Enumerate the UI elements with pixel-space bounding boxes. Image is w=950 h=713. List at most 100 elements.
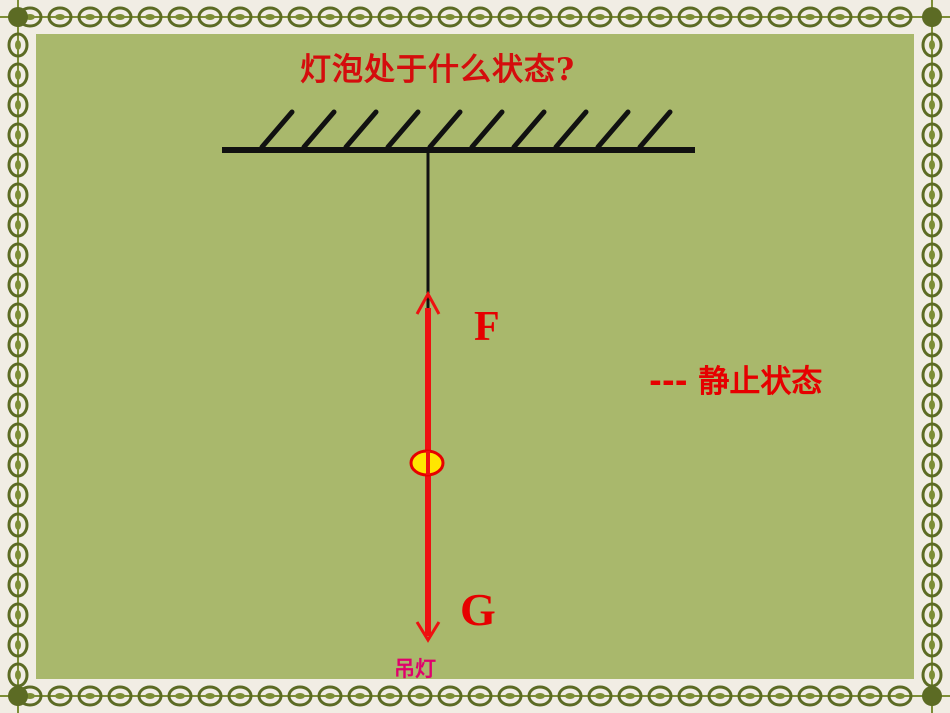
ceiling-hatch-mark [553, 109, 589, 150]
vine-knot-ornament [857, 6, 883, 28]
vine-knot-ornament [257, 685, 283, 707]
vine-knot-ornament [107, 6, 133, 28]
vine-knot-ornament [7, 182, 29, 208]
vine-knot-ornament [227, 685, 253, 707]
vine-knot-ornament [587, 685, 613, 707]
vine-knot-ornament [677, 685, 703, 707]
vine-knot-ornament [827, 6, 853, 28]
ceiling-hatch-mark [427, 109, 463, 150]
vine-knot-ornament [887, 685, 913, 707]
vine-knot-ornament [7, 482, 29, 508]
vine-knot-ornament [921, 542, 943, 568]
vine-knot-ornament [921, 92, 943, 118]
vine-knot-ornament [647, 685, 673, 707]
vine-knot-ornament [767, 685, 793, 707]
ceiling-hatching [259, 109, 673, 150]
vine-knot-ornament [737, 6, 763, 28]
vine-knot-ornament [767, 6, 793, 28]
vine-knot-ornament [7, 602, 29, 628]
corner-rosette [8, 686, 28, 706]
vine-knot-ornament [107, 685, 133, 707]
vine-knot-ornament [921, 332, 943, 358]
vine-knot-ornament [921, 182, 943, 208]
vine-knot-ornament [921, 602, 943, 628]
vine-knot-ornament [921, 32, 943, 58]
vine-knot-ornament [437, 685, 463, 707]
vine-knot-ornament [921, 392, 943, 418]
vine-knot-ornament [7, 152, 29, 178]
vine-knot-ornament [47, 6, 73, 28]
vine-knot-ornament [921, 152, 943, 178]
vine-knot-ornament [617, 685, 643, 707]
vine-knot-ornament [7, 422, 29, 448]
vine-knot-ornament [167, 685, 193, 707]
vine-knot-ornament [7, 212, 29, 238]
corner-rosette [922, 686, 942, 706]
vine-knot-ornament [467, 6, 493, 28]
vine-knot-ornament [287, 685, 313, 707]
vine-knot-ornament [7, 92, 29, 118]
vine-knot-ornament [137, 685, 163, 707]
vine-knot-ornament [677, 6, 703, 28]
ceiling-hatch-mark [301, 109, 337, 150]
ceiling-hatch-mark [637, 109, 673, 150]
vine-knot-ornament [707, 6, 733, 28]
force-g-arrowhead [415, 621, 441, 643]
vine-knot-ornament [737, 685, 763, 707]
vine-knot-ornament [7, 512, 29, 538]
vine-knot-ornament [377, 685, 403, 707]
vine-knot-ornament [407, 685, 433, 707]
vine-knot-ornament [557, 6, 583, 28]
vine-knot-ornament [587, 6, 613, 28]
vine-knot-ornament [797, 685, 823, 707]
vine-knot-ornament [7, 392, 29, 418]
vine-knot-ornament [7, 452, 29, 478]
vine-knot-ornament [227, 6, 253, 28]
state-answer: --- 静止状态 [649, 364, 823, 400]
vine-knot-ornament [317, 685, 343, 707]
vine-knot-ornament [7, 242, 29, 268]
vine-knot-ornament [647, 6, 673, 28]
vine-knot-ornament [7, 632, 29, 658]
vine-knot-ornament [347, 6, 373, 28]
vine-knot-ornament [407, 6, 433, 28]
vine-knot-ornament [921, 62, 943, 88]
vine-knot-ornament [7, 302, 29, 328]
vine-knot-ornament [77, 6, 103, 28]
vine-knot-ornament [527, 6, 553, 28]
vine-knot-ornament [921, 272, 943, 298]
vine-knot-ornament [137, 6, 163, 28]
vine-knot-ornament [7, 542, 29, 568]
force-g-label: G [460, 584, 496, 635]
ceiling-hatch-mark [469, 109, 505, 150]
vine-knot-ornament [921, 482, 943, 508]
vine-knot-ornament [921, 452, 943, 478]
vine-knot-ornament [467, 685, 493, 707]
vine-knot-ornament [707, 685, 733, 707]
force-f-arrowhead [415, 290, 441, 315]
vine-knot-ornament [617, 6, 643, 28]
vine-knot-ornament [167, 6, 193, 28]
ceiling-hatch-mark [595, 109, 631, 150]
vine-knot-ornament [7, 122, 29, 148]
vine-knot-ornament [7, 332, 29, 358]
vine-knot-ornament [197, 6, 223, 28]
vine-knot-ornament [377, 6, 403, 28]
vine-knot-ornament [921, 122, 943, 148]
vine-knot-ornament [497, 685, 523, 707]
ceiling-hatch-mark [511, 109, 547, 150]
vine-knot-ornament [797, 6, 823, 28]
corner-rosette [8, 7, 28, 27]
vine-knot-ornament [317, 6, 343, 28]
vine-knot-ornament [921, 632, 943, 658]
ceiling-hatch-mark [385, 109, 421, 150]
lamp-label: 吊灯 [394, 657, 436, 681]
vine-knot-ornament [7, 62, 29, 88]
vine-knot-ornament [921, 242, 943, 268]
vine-knot-ornament [77, 685, 103, 707]
vine-knot-ornament [47, 685, 73, 707]
vine-knot-ornament [7, 32, 29, 58]
